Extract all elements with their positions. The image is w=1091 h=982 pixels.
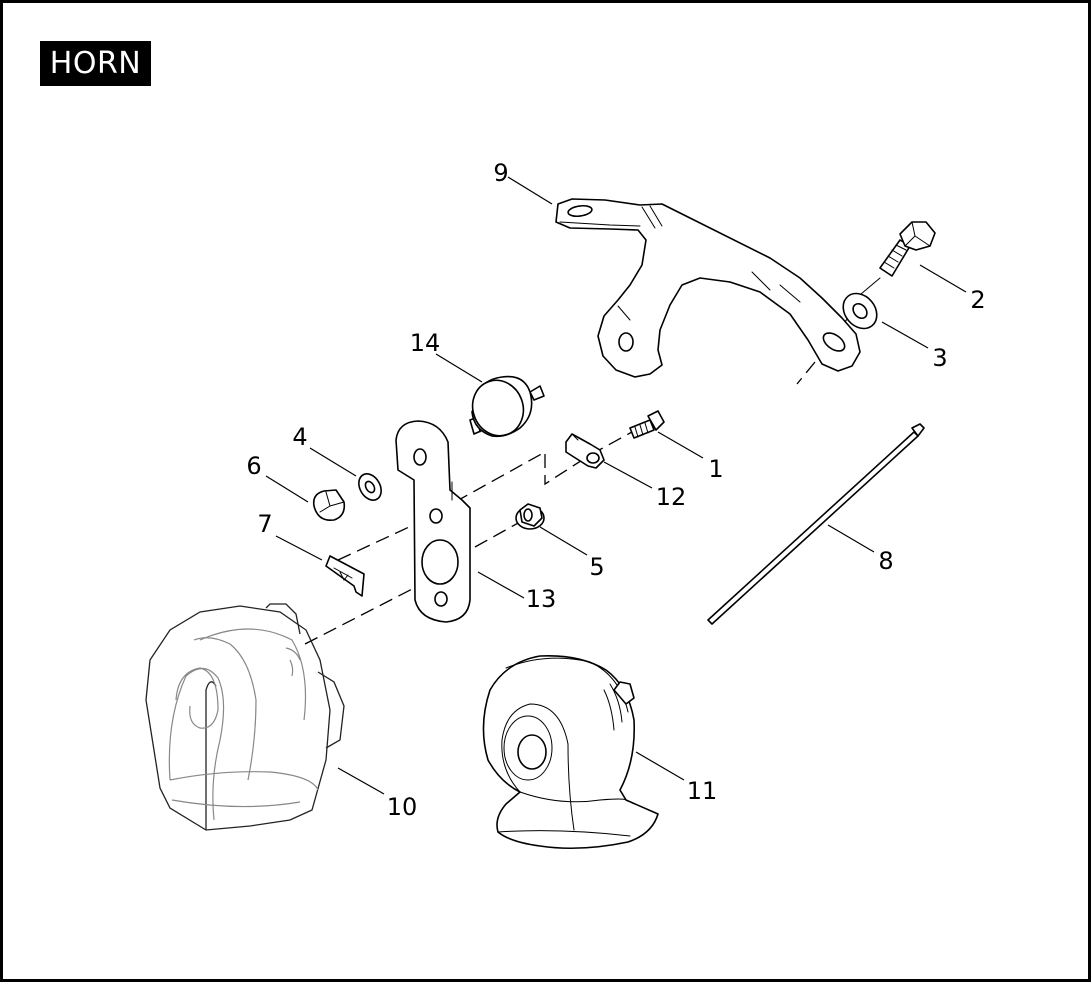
callout-2: 2 xyxy=(970,286,985,314)
part-11-horn xyxy=(482,654,659,850)
leader-lines xyxy=(265,176,967,795)
callout-13: 13 xyxy=(526,585,557,613)
callout-4: 4 xyxy=(292,423,307,451)
part-12-clip xyxy=(565,433,605,469)
part-3-washer xyxy=(842,292,878,330)
part-8-cable-strap xyxy=(707,423,925,625)
callout-7: 7 xyxy=(257,510,272,538)
part-1-screw xyxy=(629,410,665,439)
callout-12: 12 xyxy=(656,483,687,511)
part-7-speed-nut xyxy=(325,555,365,597)
part-2-bolt xyxy=(879,221,936,277)
callout-9: 9 xyxy=(493,159,508,187)
callout-11: 11 xyxy=(687,777,718,805)
callout-10: 10 xyxy=(387,793,418,821)
callout-labels: 1 2 3 4 5 6 7 8 9 10 11 12 13 14 xyxy=(246,159,985,821)
part-6-acorn-nut xyxy=(312,489,346,522)
part-5-flange-nut xyxy=(515,503,545,530)
assembly-lines xyxy=(304,277,881,645)
callout-1: 1 xyxy=(708,455,723,483)
callout-5: 5 xyxy=(589,553,604,581)
callout-14: 14 xyxy=(410,329,441,357)
part-14-rubber-mount xyxy=(469,375,545,438)
part-4-washer xyxy=(358,473,382,501)
part-9-bracket xyxy=(555,198,861,378)
callout-6: 6 xyxy=(246,452,261,480)
page-title: HORN xyxy=(40,41,151,86)
callout-3: 3 xyxy=(932,344,947,372)
part-13-horn-bracket xyxy=(395,420,471,623)
callout-8: 8 xyxy=(878,547,893,575)
part-10-horn xyxy=(145,603,345,831)
